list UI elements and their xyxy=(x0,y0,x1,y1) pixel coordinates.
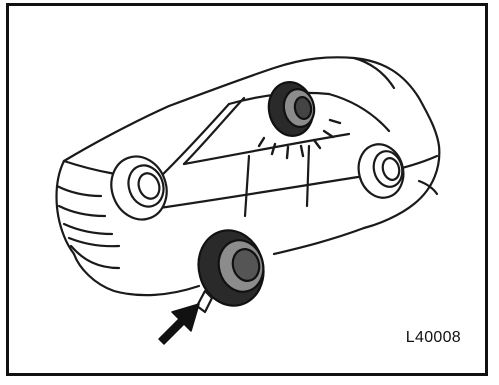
spare-tire xyxy=(190,223,271,313)
rear-right-wheel xyxy=(353,139,409,203)
front-left-wheel xyxy=(103,149,176,228)
figure-frame: L40008 xyxy=(6,3,488,376)
car-illustration xyxy=(9,6,485,373)
highlighted-tire xyxy=(265,79,318,140)
figure-code: L40008 xyxy=(406,329,461,347)
pointer-arrow-icon xyxy=(159,304,199,344)
